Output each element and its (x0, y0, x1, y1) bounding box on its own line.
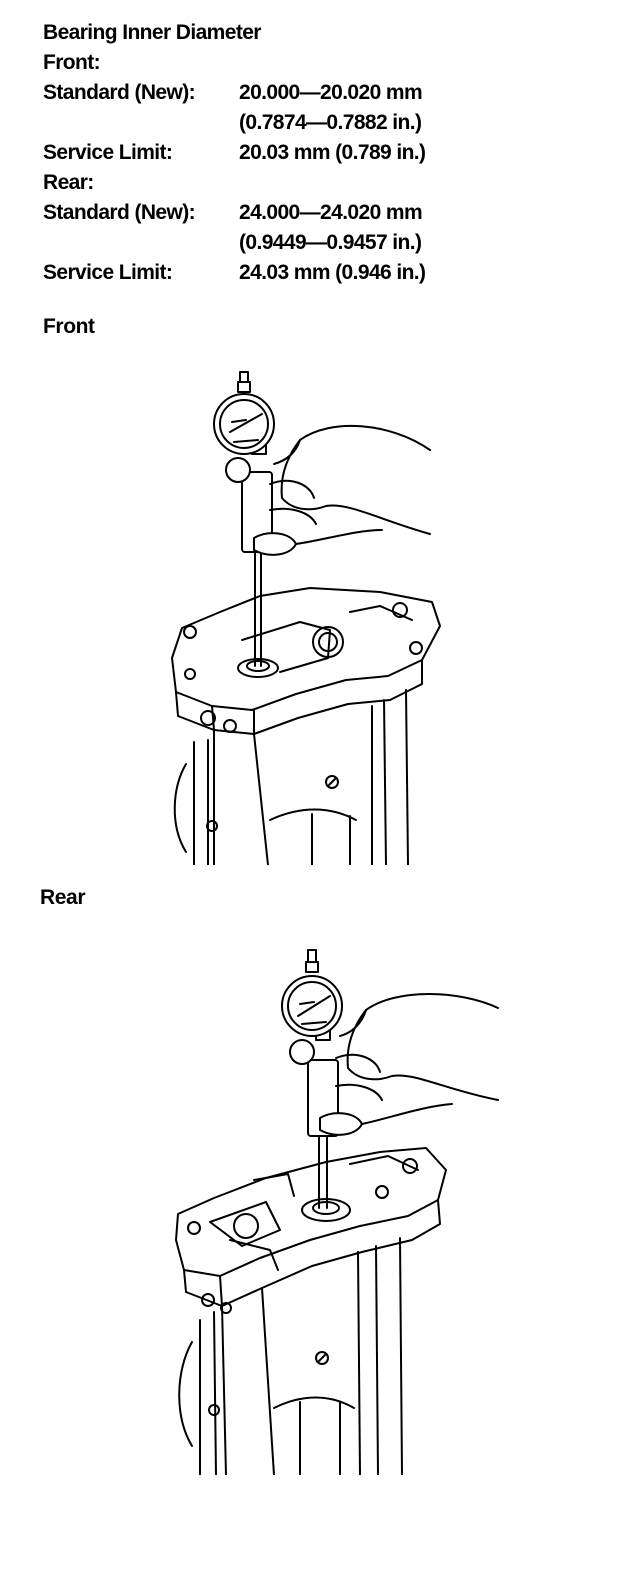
hand-front (254, 426, 430, 555)
front-heading: Front: (43, 51, 101, 74)
front-standard-inch-row: (0.7874—0.7882 in.) (43, 108, 603, 138)
rear-heading: Rear: (43, 171, 94, 194)
front-standard-value: 20.000—20.020 mm (239, 81, 423, 104)
rear-limit-value: 24.03 mm (0.946 in.) (239, 261, 426, 284)
rear-standard-value: 24.000—24.020 mm (239, 201, 423, 224)
rear-standard-inch-row: (0.9449—0.9457 in.) (43, 228, 603, 258)
rear-limit-label: Service Limit: (43, 261, 173, 284)
front-standard-value-in: (0.7874—0.7882 in.) (239, 111, 422, 134)
front-figure-label: Front (43, 315, 95, 338)
rear-bore-gauge-illustration (170, 940, 500, 1475)
rear-standard-label: Standard (New): (43, 201, 196, 224)
front-limit-value: 20.03 mm (0.789 in.) (239, 141, 426, 164)
front-standard-row: Standard (New): 20.000—20.020 mm (43, 78, 603, 108)
rear-figure-label: Rear (40, 886, 86, 909)
front-limit-label: Service Limit: (43, 141, 173, 164)
front-limit-row: Service Limit: 20.03 mm (0.789 in.) (43, 138, 603, 168)
transmission-housing-front (172, 588, 440, 865)
front-bore-gauge-illustration (150, 360, 450, 865)
spec-title: Bearing Inner Diameter (43, 21, 261, 44)
rear-standard-row: Standard (New): 24.000—24.020 mm (43, 198, 603, 228)
hand-rear (320, 994, 498, 1135)
front-standard-label: Standard (New): (43, 81, 196, 104)
rear-standard-value-in: (0.9449—0.9457 in.) (239, 231, 422, 254)
transmission-housing-rear (176, 1148, 446, 1475)
rear-limit-row: Service Limit: 24.03 mm (0.946 in.) (43, 258, 603, 288)
bore-gauge-front (214, 372, 274, 666)
